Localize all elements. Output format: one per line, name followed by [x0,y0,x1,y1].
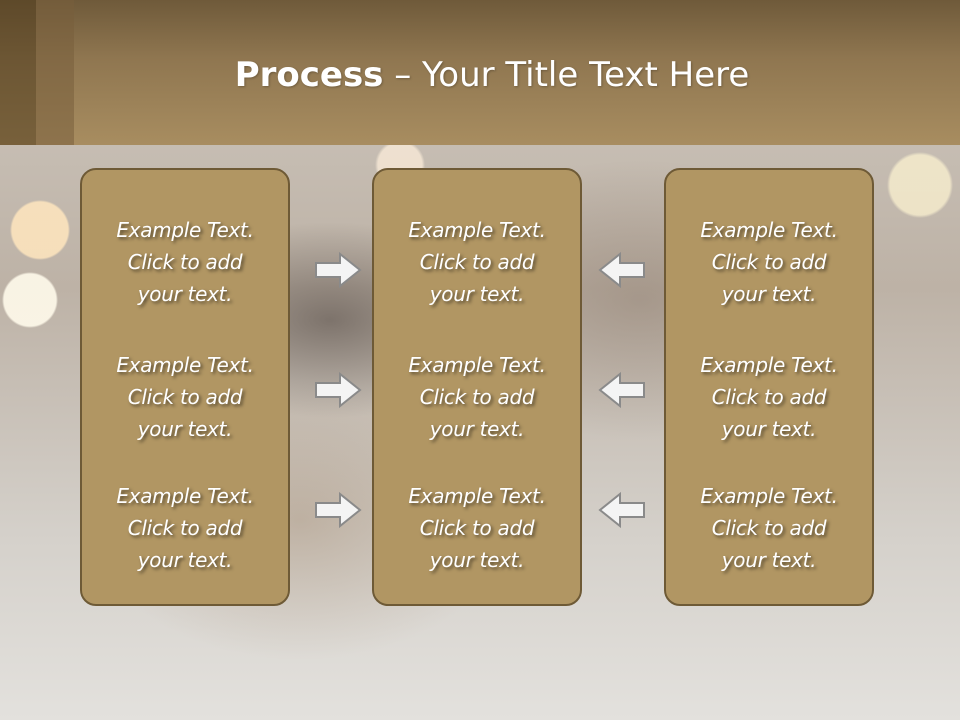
placeholder-line: Example Text. [116,218,254,242]
arrow-right-icon[interactable] [313,250,363,290]
placeholder-line: Example Text. [408,218,546,242]
title-bold: Process [234,55,384,95]
placeholder-line: your text. [429,548,525,572]
slide-title[interactable]: Process – Your Title Text Here [0,52,960,98]
header-stripe [0,0,36,145]
placeholder-line: Example Text. [700,353,838,377]
placeholder-line: Click to add [127,516,243,540]
placeholder-line: your text. [721,417,817,441]
placeholder-line: Click to add [419,385,535,409]
placeholder-line: Example Text. [116,484,254,508]
placeholder-line: your text. [137,282,233,306]
placeholder-line: Click to add [127,385,243,409]
placeholder-line: Click to add [711,250,827,274]
placeholder-line: your text. [137,417,233,441]
placeholder-line: your text. [429,417,525,441]
placeholder-line: Click to add [419,250,535,274]
process-box-center[interactable]: Example Text. Click to add your text. Ex… [372,168,582,606]
placeholder-line: Click to add [127,250,243,274]
text-placeholder[interactable]: Example Text. Click to add your text. [666,480,872,576]
title-bar [0,0,960,145]
placeholder-line: your text. [429,282,525,306]
placeholder-line: Click to add [419,516,535,540]
placeholder-line: your text. [137,548,233,572]
text-placeholder[interactable]: Example Text. Click to add your text. [666,349,872,445]
placeholder-line: your text. [721,548,817,572]
text-placeholder[interactable]: Example Text. Click to add your text. [82,480,288,576]
header-stripe [36,0,74,145]
placeholder-line: Example Text. [116,353,254,377]
placeholder-line: Click to add [711,516,827,540]
arrow-left-icon[interactable] [597,250,647,290]
text-placeholder[interactable]: Example Text. Click to add your text. [666,214,872,310]
text-placeholder[interactable]: Example Text. Click to add your text. [82,214,288,310]
placeholder-line: your text. [721,282,817,306]
text-placeholder[interactable]: Example Text. Click to add your text. [374,480,580,576]
process-box-right[interactable]: Example Text. Click to add your text. Ex… [664,168,874,606]
text-placeholder[interactable]: Example Text. Click to add your text. [82,349,288,445]
title-rest: – Your Title Text Here [383,55,750,95]
placeholder-line: Example Text. [700,484,838,508]
placeholder-line: Example Text. [408,353,546,377]
arrow-right-icon[interactable] [313,370,363,410]
placeholder-line: Example Text. [408,484,546,508]
placeholder-line: Example Text. [700,218,838,242]
text-placeholder[interactable]: Example Text. Click to add your text. [374,349,580,445]
arrow-left-icon[interactable] [597,370,647,410]
placeholder-line: Click to add [711,385,827,409]
process-box-left[interactable]: Example Text. Click to add your text. Ex… [80,168,290,606]
arrow-right-icon[interactable] [313,490,363,530]
text-placeholder[interactable]: Example Text. Click to add your text. [374,214,580,310]
arrow-left-icon[interactable] [597,490,647,530]
